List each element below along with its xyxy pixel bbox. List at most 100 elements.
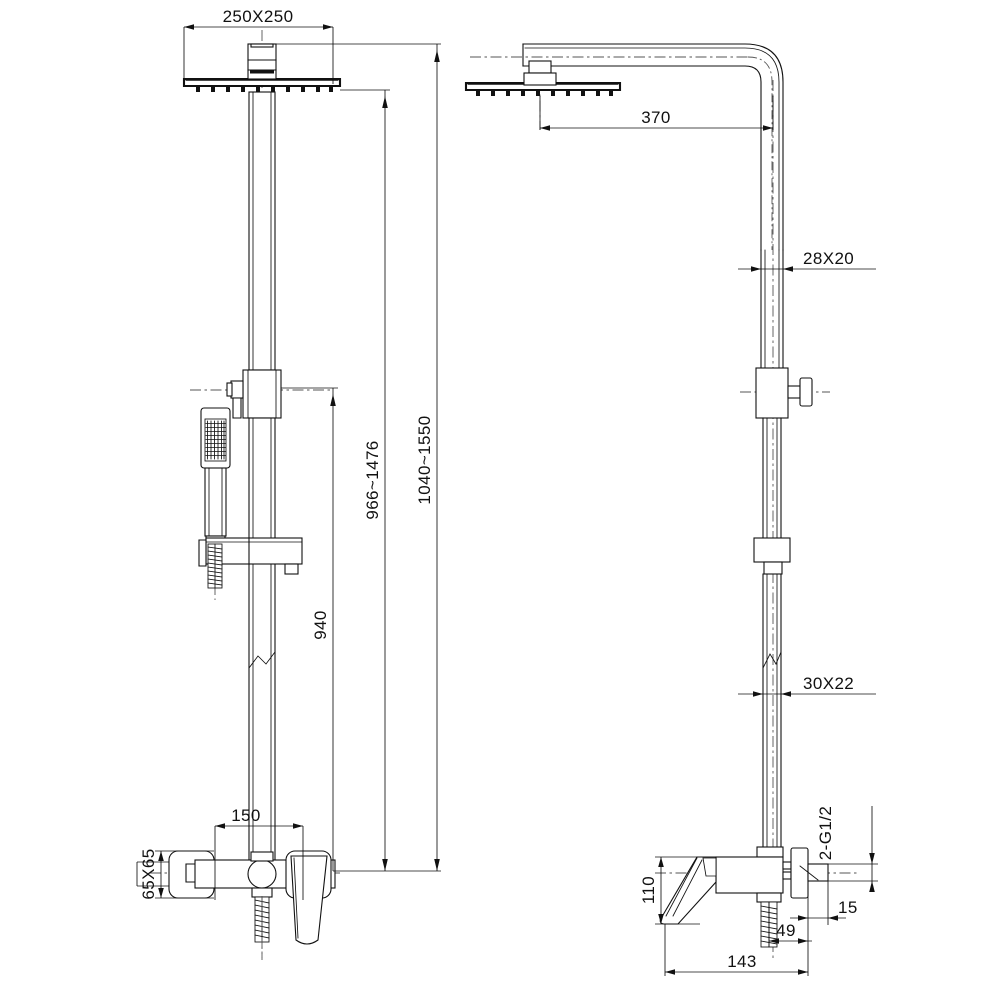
diverter-knob[interactable] [799,377,813,407]
arrow-bottom [658,914,664,924]
inlet-thread-b [782,871,792,880]
arrow-right [798,938,808,944]
mixer-body [715,856,784,894]
dim-label-inlet-thread: 2-G1/2 [816,806,835,860]
arrow-top [658,857,664,867]
side-view-center-lines [470,56,860,960]
hand-shower-outlet-block [753,537,791,563]
dim-label-slide-bar-height: 940 [311,610,330,640]
arrow-right [828,915,838,921]
dim-label-upper-riser-size: 28X20 [803,249,854,268]
shower-head-nozzles [196,86,333,92]
inlet-thread-a [782,861,792,870]
flexible-hose [207,543,223,589]
riser-break-symbol [762,651,782,669]
dim-label-inlet-projection: 15 [838,898,858,917]
arrow-bottom [869,881,875,892]
mixer-valve-body [168,850,336,958]
arm-hairline [524,47,780,251]
hand-shower [200,407,231,545]
mixer-riser-nut [250,851,274,862]
hose-coils [207,543,223,589]
dim-label-overall-range: 1040~1550 [415,415,434,504]
dimension-outlet-offset: 49 [768,902,812,947]
dimension-spout-offset: 150 [214,806,304,900]
diverter-stem [787,385,801,399]
wall-inlet-connector [807,863,829,882]
dim-label-arm-reach: 370 [641,108,671,127]
holder-cradle-hook [198,539,207,567]
swivel-gasket [250,70,274,74]
hand-shower-handle [204,467,227,537]
mixer-outlet-nut [756,892,782,903]
dimension-head-size: 250X250 [183,7,334,84]
mixer-lever-handle[interactable] [290,855,328,945]
dim-label-head-size: 250X250 [223,7,294,26]
arrow-left [753,691,763,697]
inlet-escutcheon [790,847,809,899]
hand-shower-face [204,418,227,462]
arrow-bottom [382,859,388,871]
rain-shower-head-side [464,60,622,96]
dim-label-handset-range: 966~1476 [363,440,382,519]
dimension-arm-reach: 370 [539,96,774,131]
arrow-top [158,851,164,861]
arrow-right [798,969,808,975]
shower-head-nozzles [476,90,613,96]
dim-label-lower-riser-size: 30X22 [803,674,854,693]
mixer-valve-side [659,846,829,948]
arrow-left [540,125,550,131]
arrow-left [798,915,808,921]
dimension-handset-range: 966~1476 [340,89,390,871]
arrow-right [781,691,791,697]
arrow-left [215,823,225,829]
diverter-outline [755,367,789,419]
arrow-left [665,969,675,975]
arm-bend-center-line [747,56,773,250]
hand-shower-outlet-nut [763,561,783,575]
arm-inner-wall [522,65,762,251]
arrow-right [293,823,303,829]
dim-label-valve-height: 110 [639,876,658,904]
dimension-valve-body-size: 65X65 [139,848,214,900]
dimension-inlet-projection: 15 [790,881,858,925]
mixer-riser-nut [756,846,784,858]
diverter-body-side [755,367,813,419]
diverter-body [226,369,282,419]
dimension-slide-bar-height: 940 [281,387,338,871]
mixer-outlet-nut [251,887,273,898]
lever-pivot-detail [702,857,717,877]
upper-riser-tube [248,91,276,371]
shower-head-plate [182,77,342,88]
dimension-inlet-thread: 2-G1/2 [816,806,878,892]
front-view: 250X250 1040~1550 966~1476 940 [136,7,441,960]
arrow-top [869,853,875,864]
diverter-outline [242,369,282,419]
head-swivel-body [523,72,557,86]
dim-label-valve-depth: 143 [727,952,757,971]
side-view: 370 28X20 30X22 2-G1/2 [464,43,878,976]
swivel-cap [250,43,274,48]
holder-bar-tab [284,563,299,575]
arrow-bottom [158,888,164,898]
hand-shower-nozzle-grid [205,420,226,460]
diverter-knob-cap[interactable] [226,382,233,397]
shower-head-swivel [247,43,277,80]
dimension-valve-depth: 143 [664,924,809,976]
head-swivel-nut [528,60,552,74]
arrow-top [330,394,336,406]
shower-arm [522,43,784,251]
dimension-lower-riser-size: 30X22 [738,674,876,697]
inlet-leader [799,865,819,881]
break-symbol [248,651,276,669]
arrow-top [382,96,388,108]
rain-shower-head [182,43,342,92]
dimension-upper-riser-size: 28X20 [738,249,876,272]
diverter-knob[interactable] [230,380,244,399]
arrow-right [323,24,333,30]
mixer-cartridge-boss [247,859,277,889]
arrow-right [783,266,793,272]
arrow-left [769,938,779,944]
arrow-top [434,50,440,62]
